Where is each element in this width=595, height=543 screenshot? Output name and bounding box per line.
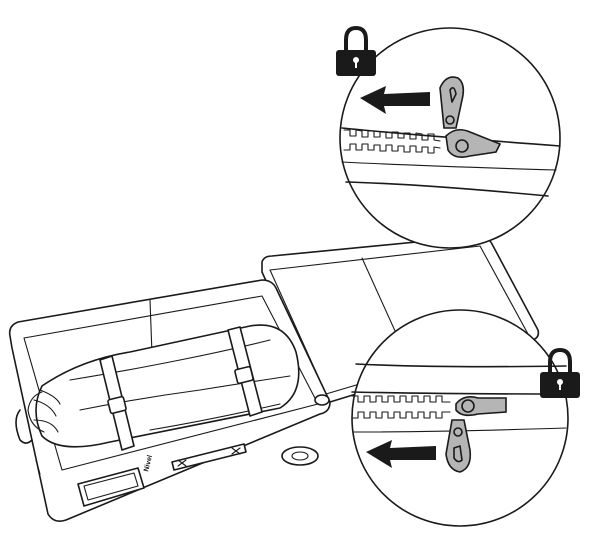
open-suitcase: Nivel <box>8 235 540 522</box>
lock-icon <box>540 348 580 398</box>
arrow-left-icon <box>366 440 436 468</box>
brand-tag: Nivel <box>77 455 154 507</box>
luggage-handle <box>171 443 247 471</box>
brand-label: Nivel <box>143 455 154 473</box>
arrow-left-icon <box>360 86 430 114</box>
lock-icon <box>336 26 376 76</box>
packed-bag <box>27 324 300 451</box>
zipper-detail-bottom <box>351 309 569 527</box>
zipper-detail-top <box>339 27 561 249</box>
